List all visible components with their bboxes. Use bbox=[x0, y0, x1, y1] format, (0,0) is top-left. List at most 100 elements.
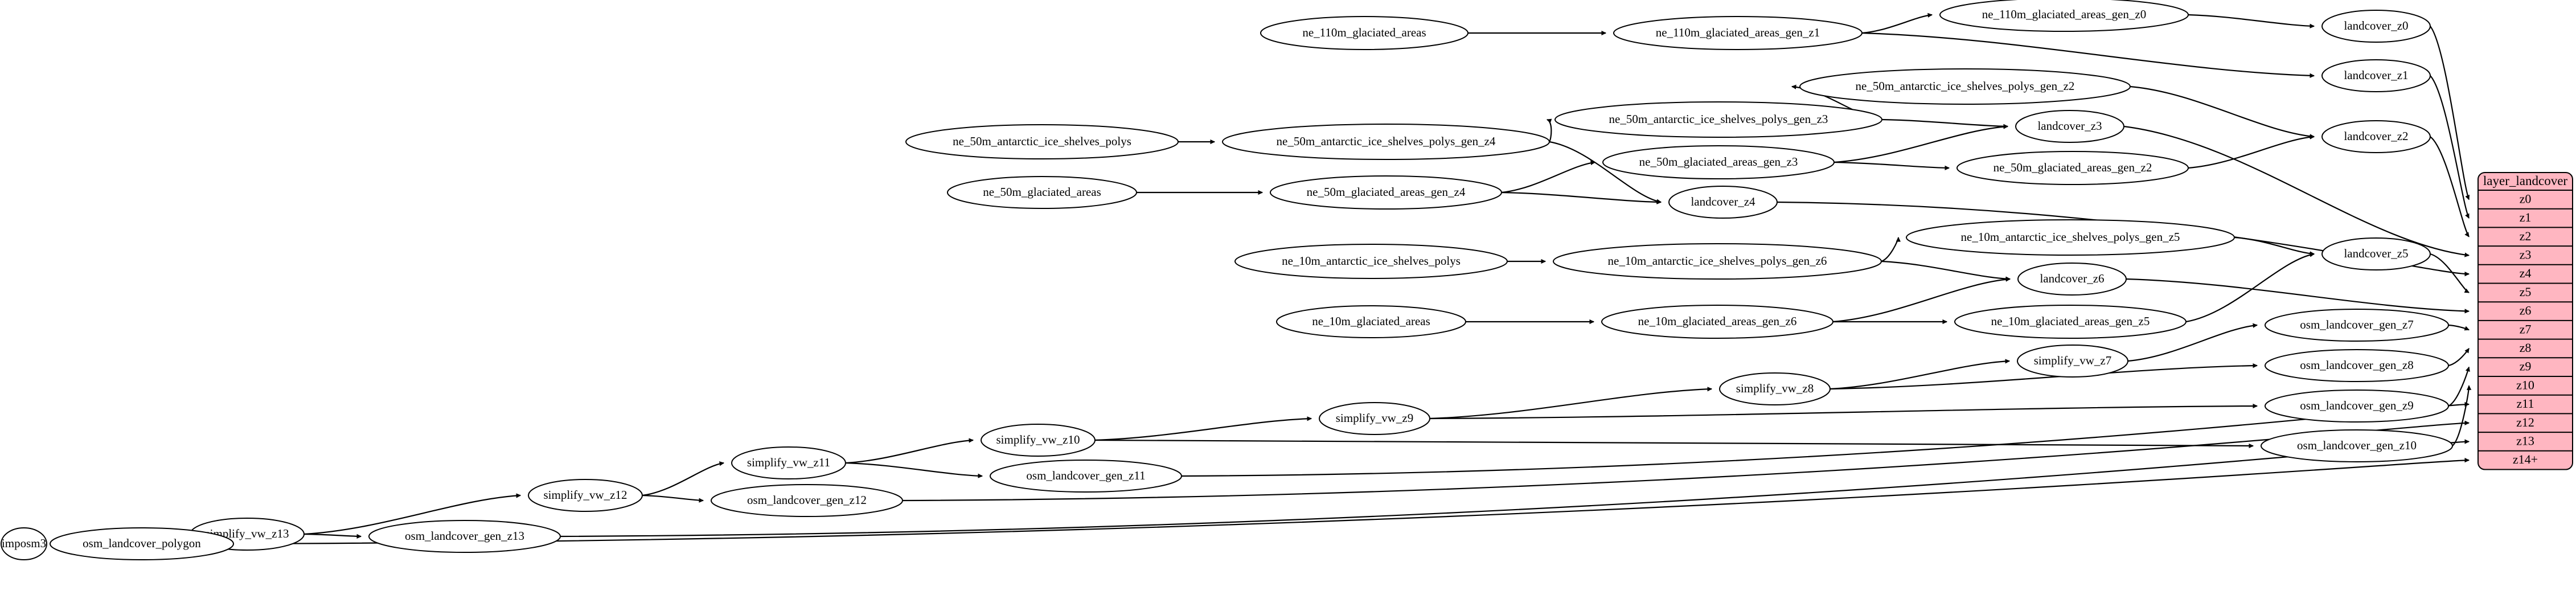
node-ellipse bbox=[2321, 237, 2431, 270]
node-label: landcover_z1 bbox=[2344, 68, 2408, 82]
edge-ne_110m_glaciated_areas_gen_z1--landcover_z1 bbox=[1861, 32, 2315, 78]
node-ellipse bbox=[1234, 244, 1508, 279]
record-layer: layer_landcover z0 z1 z2 z3 z4 z5 z6 z7 z8 z9 z10 z1… bbox=[2477, 172, 2573, 470]
node-landcover_z3[interactable]: landcover_z3 bbox=[2015, 110, 2124, 143]
node-ne_50m_glaciated_areas_gen_z3[interactable]: ne_50m_glaciated_areas_gen_z3 bbox=[1602, 145, 1835, 179]
node-osm_landcover_polygon[interactable]: osm_landcover_polygon bbox=[50, 527, 234, 560]
edge-simplify_vw_z9--simplify_vw_z8 bbox=[1429, 387, 1713, 420]
node-ne_10m_glaciated_areas[interactable]: ne_10m_glaciated_areas bbox=[1276, 305, 1466, 338]
node-ne_50m_glaciated_areas[interactable]: ne_50m_glaciated_areas bbox=[947, 176, 1137, 209]
node-landcover_z5[interactable]: landcover_z5 bbox=[2321, 237, 2431, 270]
node-label: landcover_z6 bbox=[2040, 272, 2104, 285]
node-ellipse bbox=[2321, 59, 2431, 92]
node-simplify_vw_z11[interactable]: simplify_vw_z11 bbox=[731, 446, 846, 479]
node-ne_50m_antarctic_ice_shelves_polys_gen_z3[interactable]: ne_50m_antarctic_ice_shelves_polys_gen_z… bbox=[1554, 101, 1882, 138]
node-ne_50m_antarctic_ice_shelves_polys_gen_z4[interactable]: ne_50m_antarctic_ice_shelves_polys_gen_z… bbox=[1222, 124, 1550, 160]
edge-landcover_z3--z3 bbox=[2123, 125, 2470, 257]
node-osm_landcover_gen_z7[interactable]: osm_landcover_gen_z7 bbox=[2265, 309, 2449, 342]
node-label: ne_50m_antarctic_ice_shelves_polys_gen_z… bbox=[1856, 79, 2075, 93]
node-ellipse bbox=[1260, 16, 1469, 50]
node-ellipse bbox=[947, 176, 1137, 209]
node-ellipse bbox=[2265, 389, 2449, 423]
node-simplify_vw_z8[interactable]: simplify_vw_z8 bbox=[1719, 372, 1831, 405]
record-row-z3[interactable]: z3 bbox=[2520, 247, 2532, 261]
node-label: ne_10m_antarctic_ice_shelves_polys_gen_z… bbox=[1961, 230, 2180, 244]
node-osm_landcover_gen_z12[interactable]: osm_landcover_gen_z12 bbox=[711, 484, 903, 517]
record-row-z2[interactable]: z2 bbox=[2520, 229, 2532, 243]
record-header: layer_landcover bbox=[2483, 174, 2567, 188]
edge-ne_10m_glaciated_areas_gen_z5--landcover_z5 bbox=[2185, 252, 2315, 323]
node-landcover_z0[interactable]: landcover_z0 bbox=[2321, 10, 2431, 43]
node-label: osm_landcover_gen_z10 bbox=[2297, 438, 2417, 452]
edge-ne_110m_glaciated_areas_gen_z1--ne_110m_glaciated_areas_gen_z0 bbox=[1861, 13, 1933, 34]
record-row-z13[interactable]: z13 bbox=[2516, 433, 2534, 448]
edge-landcover_z1--z1 bbox=[2430, 75, 2470, 219]
node-osm_landcover_gen_z11[interactable]: osm_landcover_gen_z11 bbox=[990, 460, 1182, 493]
layer_landcover-record[interactable]: layer_landcover z0 z1 z2 z3 z4 z5 z6 z7 z8 z9 z10 z1… bbox=[2477, 172, 2573, 470]
record-row-z7[interactable]: z7 bbox=[2520, 322, 2532, 336]
node-imposm3[interactable]: imposm3 bbox=[1, 527, 47, 560]
edge-ne_10m_antarctic_ice_shelves_polys_gen_z5--landcover_z5 bbox=[2234, 236, 2315, 256]
node-label: ne_10m_glaciated_areas_gen_z5 bbox=[1991, 314, 2150, 328]
record-row-z10[interactable]: z10 bbox=[2516, 378, 2534, 392]
node-ne_110m_glaciated_areas_gen_z1[interactable]: ne_110m_glaciated_areas_gen_z1 bbox=[1613, 16, 1863, 50]
node-ellipse bbox=[368, 520, 561, 553]
node-label: ne_50m_glaciated_areas_gen_z3 bbox=[1639, 155, 1798, 169]
edge-osm_landcover_gen_z7--z7 bbox=[2448, 324, 2470, 331]
edge-osm_landcover_gen_z12--z12 bbox=[902, 420, 2470, 502]
node-label: ne_110m_glaciated_areas_gen_z1 bbox=[1656, 26, 1820, 39]
record-row-z9[interactable]: z9 bbox=[2520, 359, 2532, 374]
record-row-z4[interactable]: z4 bbox=[2520, 266, 2532, 280]
node-label: osm_landcover_gen_z9 bbox=[2300, 399, 2413, 412]
node-landcover_z4[interactable]: landcover_z4 bbox=[1668, 186, 1778, 219]
node-simplify_vw_z12[interactable]: simplify_vw_z12 bbox=[528, 479, 643, 512]
node-ellipse bbox=[2265, 309, 2449, 342]
node-ne_50m_glaciated_areas_gen_z2[interactable]: ne_50m_glaciated_areas_gen_z2 bbox=[1956, 151, 2189, 185]
node-ne_10m_antarctic_ice_shelves_polys_gen_z6[interactable]: ne_10m_antarctic_ice_shelves_polys_gen_z… bbox=[1553, 243, 1882, 280]
edge-ne_10m_antarctic_ice_shelves_polys_gen_z6--landcover_z6 bbox=[1881, 260, 2011, 281]
node-label: ne_10m_antarctic_ice_shelves_polys bbox=[1282, 254, 1461, 268]
node-landcover_z6[interactable]: landcover_z6 bbox=[2017, 263, 2127, 296]
record-row-z5[interactable]: z5 bbox=[2520, 285, 2532, 299]
node-ellipse bbox=[1799, 68, 2131, 105]
node-osm_landcover_gen_z13[interactable]: osm_landcover_gen_z13 bbox=[368, 520, 561, 553]
record-row-z8[interactable]: z8 bbox=[2520, 341, 2532, 355]
node-ellipse bbox=[2265, 349, 2449, 382]
node-label: simplify_vw_z11 bbox=[747, 456, 830, 469]
node-ne_110m_glaciated_areas[interactable]: ne_110m_glaciated_areas bbox=[1260, 16, 1469, 50]
edge-landcover_z2--z2 bbox=[2430, 136, 2470, 237]
node-osm_landcover_gen_z8[interactable]: osm_landcover_gen_z8 bbox=[2265, 349, 2449, 382]
node-ne_110m_glaciated_areas_gen_z0[interactable]: ne_110m_glaciated_areas_gen_z0 bbox=[1939, 0, 2189, 32]
node-osm_landcover_gen_z9[interactable]: osm_landcover_gen_z9 bbox=[2265, 389, 2449, 423]
node-osm_landcover_gen_z10[interactable]: osm_landcover_gen_z10 bbox=[2261, 429, 2453, 462]
record-row-z14p[interactable]: z14+ bbox=[2513, 452, 2538, 466]
node-ne_50m_antarctic_ice_shelves_polys[interactable]: ne_50m_antarctic_ice_shelves_polys bbox=[905, 124, 1179, 159]
edge-layer bbox=[41, 13, 2472, 547]
edge-landcover_z6--z6 bbox=[2126, 278, 2470, 314]
record-row-z6[interactable]: z6 bbox=[2520, 304, 2532, 318]
node-ne_10m_glaciated_areas_gen_z6[interactable]: ne_10m_glaciated_areas_gen_z6 bbox=[1601, 305, 1833, 339]
record-row-z1[interactable]: z1 bbox=[2520, 210, 2532, 224]
node-ne_10m_glaciated_areas_gen_z5[interactable]: ne_10m_glaciated_areas_gen_z5 bbox=[1954, 305, 2187, 339]
node-label: osm_landcover_gen_z7 bbox=[2300, 318, 2413, 331]
record-row-z0[interactable]: z0 bbox=[2520, 191, 2532, 206]
edge-ne_50m_glaciated_areas_gen_z4--landcover_z4 bbox=[1501, 191, 1662, 204]
edge-ne_50m_glaciated_areas_gen_z3--landcover_z3 bbox=[1833, 124, 2009, 163]
node-simplify_vw_z7[interactable]: simplify_vw_z7 bbox=[2017, 345, 2128, 378]
node-ne_50m_antarctic_ice_shelves_polys_gen_z2[interactable]: ne_50m_antarctic_ice_shelves_polys_gen_z… bbox=[1799, 68, 2131, 105]
record-row-z12[interactable]: z12 bbox=[2516, 415, 2534, 429]
node-landcover_z2[interactable]: landcover_z2 bbox=[2321, 120, 2431, 153]
node-ellipse bbox=[1602, 145, 1835, 179]
node-ellipse bbox=[2015, 110, 2124, 143]
node-label: ne_10m_glaciated_areas_gen_z6 bbox=[1638, 314, 1797, 328]
node-ne_10m_antarctic_ice_shelves_polys[interactable]: ne_10m_antarctic_ice_shelves_polys bbox=[1234, 244, 1508, 279]
node-ellipse bbox=[2321, 10, 2431, 43]
node-ne_50m_glaciated_areas_gen_z4[interactable]: ne_50m_glaciated_areas_gen_z4 bbox=[1270, 175, 1502, 210]
node-simplify_vw_z9[interactable]: simplify_vw_z9 bbox=[1319, 402, 1430, 435]
record-row-z11[interactable]: z11 bbox=[2517, 396, 2534, 411]
node-simplify_vw_z10[interactable]: simplify_vw_z10 bbox=[981, 424, 1096, 457]
node-landcover_z1[interactable]: landcover_z1 bbox=[2321, 59, 2431, 92]
node-label: landcover_z3 bbox=[2037, 119, 2102, 133]
node-label: osm_landcover_gen_z8 bbox=[2300, 358, 2413, 372]
node-ne_10m_antarctic_ice_shelves_polys_gen_z5[interactable]: ne_10m_antarctic_ice_shelves_polys_gen_z… bbox=[1906, 219, 2235, 256]
